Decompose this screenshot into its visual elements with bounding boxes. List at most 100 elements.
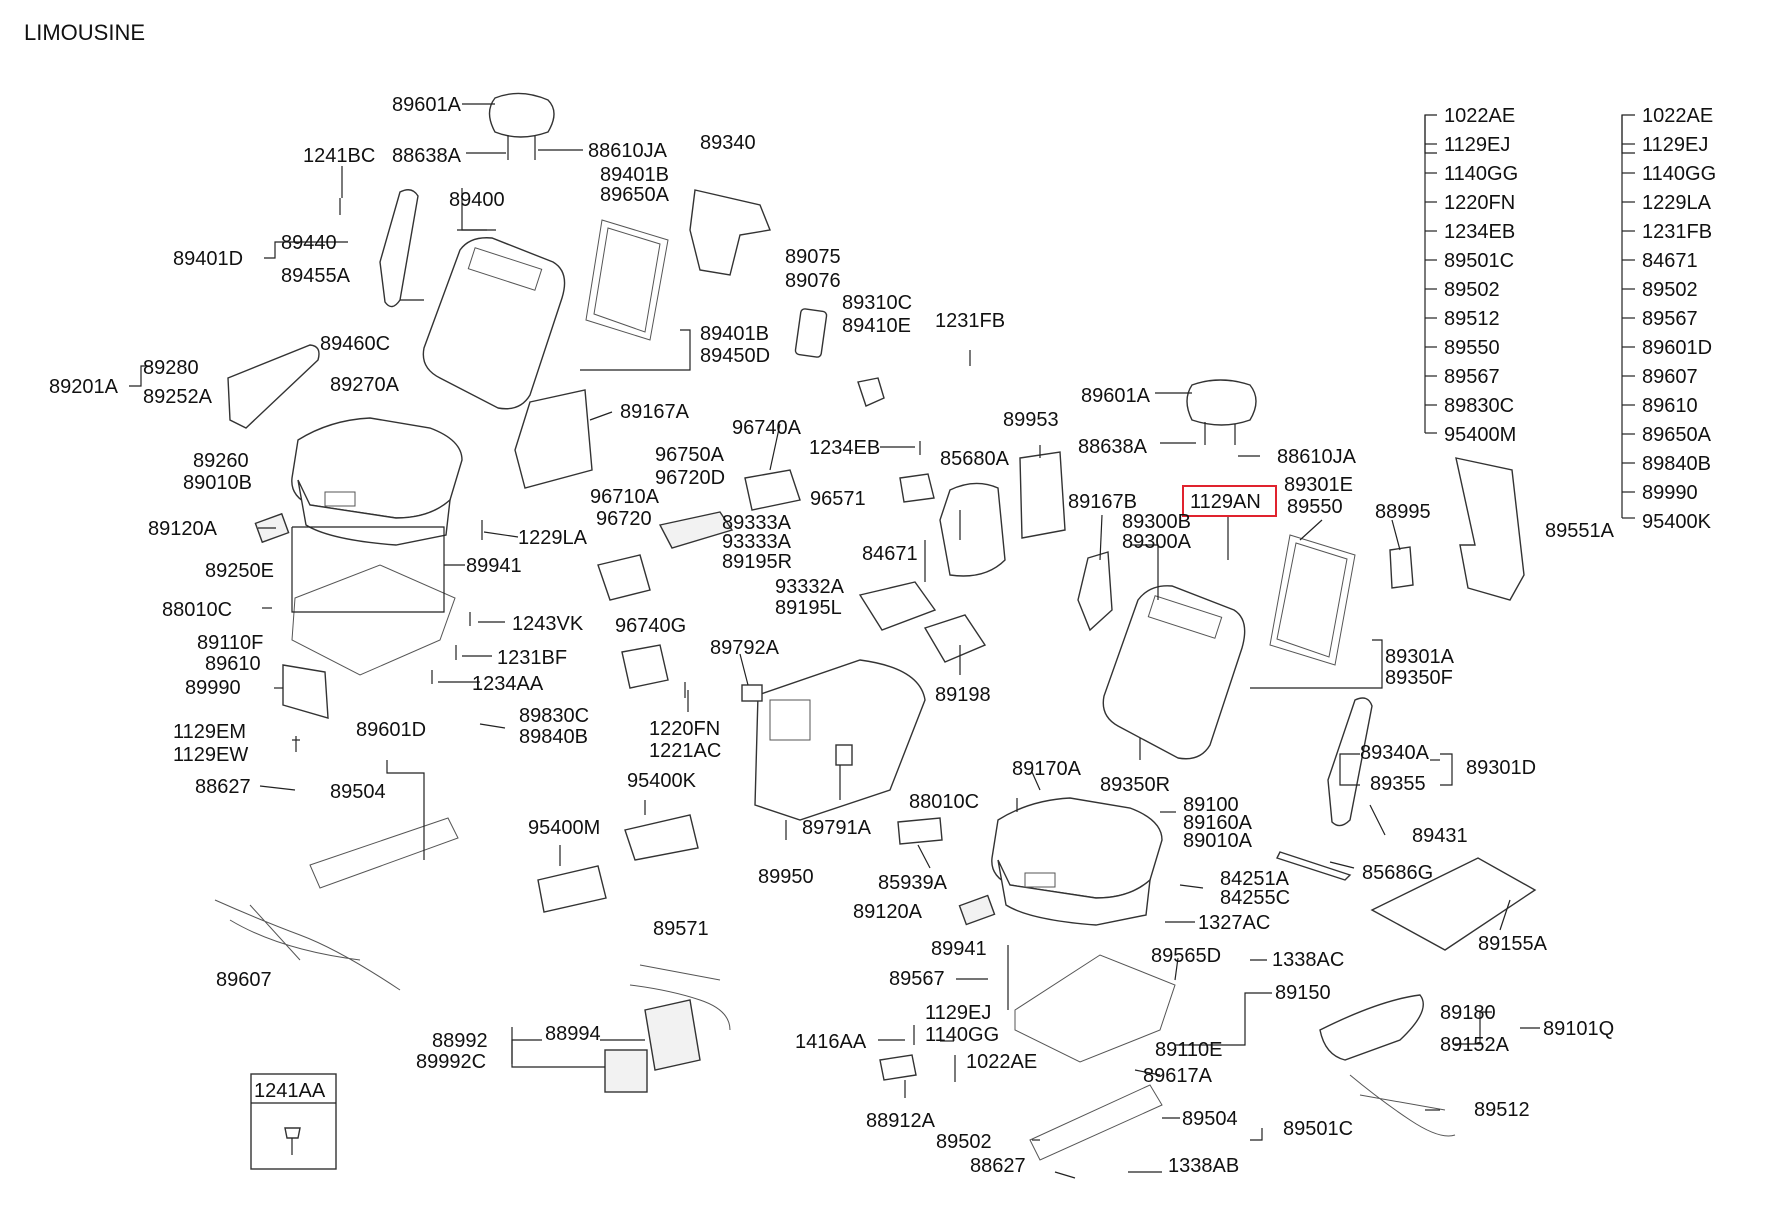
part-label[interactable]: 89571	[653, 918, 709, 940]
list-item[interactable]: 1129EJ	[1642, 134, 1708, 156]
list-item[interactable]: 1140GG	[1444, 163, 1518, 185]
list-item[interactable]: 89567	[1642, 308, 1698, 330]
part-label[interactable]: 93332A	[775, 576, 845, 598]
part-label[interactable]: 89992C	[416, 1051, 486, 1073]
part-label[interactable]: 88610JA	[1277, 446, 1357, 468]
part-label[interactable]: 89650A	[600, 184, 670, 206]
part-label[interactable]: 89280	[143, 357, 199, 379]
part-label[interactable]: 1231BF	[497, 647, 567, 669]
part-label[interactable]: 89401B	[600, 164, 669, 186]
part-label[interactable]: 1221AC	[649, 740, 721, 762]
part-label[interactable]: 1241AA	[254, 1080, 326, 1102]
part-label[interactable]: 1327AC	[1198, 912, 1270, 934]
part-label[interactable]: 89075	[785, 246, 841, 268]
part-label[interactable]: 89565D	[1151, 945, 1221, 967]
part-label[interactable]: 89010B	[183, 472, 252, 494]
part-label[interactable]: 89941	[931, 938, 987, 960]
part-label[interactable]: 85680A	[940, 448, 1010, 470]
part-label[interactable]: 89350F	[1385, 667, 1453, 689]
part-label[interactable]: 85939A	[878, 872, 948, 894]
part-label[interactable]: 88994	[545, 1023, 601, 1045]
part-label[interactable]: 89455A	[281, 265, 351, 287]
part-label[interactable]: 89301E	[1284, 474, 1353, 496]
part-label[interactable]: 88627	[195, 776, 251, 798]
list-item[interactable]: 1022AE	[1642, 105, 1713, 127]
list-item[interactable]: 89512	[1444, 308, 1500, 330]
part-label[interactable]: 89460C	[320, 333, 390, 355]
part-label[interactable]: 89840B	[519, 726, 588, 748]
part-label[interactable]: 89610	[205, 653, 261, 675]
part-label[interactable]: 89120A	[853, 901, 923, 923]
part-label[interactable]: 96740A	[732, 417, 802, 439]
part-label[interactable]: 89195R	[722, 551, 792, 573]
part-label[interactable]: 89601A	[392, 94, 462, 116]
part-label[interactable]: 89333A	[722, 512, 792, 534]
part-label[interactable]: 89340A	[1360, 742, 1430, 764]
part-label[interactable]: 89110F	[197, 632, 263, 654]
list-item[interactable]: 1234EB	[1444, 221, 1515, 243]
part-label[interactable]: 88992	[432, 1030, 488, 1052]
part-label[interactable]: 89504	[330, 781, 386, 803]
part-label[interactable]: 89990	[185, 677, 241, 699]
part-label[interactable]: 89830C	[519, 705, 589, 727]
part-label[interactable]: 89792A	[710, 637, 780, 659]
part-label[interactable]: 1338AB	[1168, 1155, 1239, 1177]
part-label[interactable]: 88610JA	[588, 140, 668, 162]
part-label[interactable]: 89450D	[700, 345, 770, 367]
part-label[interactable]: 96750A	[655, 444, 725, 466]
part-label[interactable]: 89120A	[148, 518, 218, 540]
part-label[interactable]: 89198	[935, 684, 991, 706]
part-label[interactable]: 89401B	[700, 323, 769, 345]
part-label[interactable]: 1129EJ	[925, 1002, 991, 1024]
list-item[interactable]: 89550	[1444, 337, 1500, 359]
part-label[interactable]: 96571	[810, 488, 866, 510]
part-label[interactable]: 89551A	[1545, 520, 1615, 542]
list-item[interactable]: 89607	[1642, 366, 1698, 388]
part-label[interactable]: 89410E	[842, 315, 911, 337]
list-item[interactable]: 89840B	[1642, 453, 1711, 475]
part-label[interactable]: 89501C	[1283, 1118, 1353, 1140]
list-item[interactable]: 95400K	[1642, 511, 1712, 533]
part-label[interactable]: 89953	[1003, 409, 1059, 431]
part-label[interactable]: 89250E	[205, 560, 274, 582]
part-label[interactable]: 89150	[1275, 982, 1331, 1004]
part-label[interactable]: 89504	[1182, 1108, 1238, 1130]
part-label[interactable]: 89791A	[802, 817, 872, 839]
list-item[interactable]: 84671	[1642, 250, 1698, 272]
part-label[interactable]: 1234EB	[809, 437, 880, 459]
part-label[interactable]: 89941	[466, 555, 522, 577]
part-label[interactable]: 84251A	[1220, 868, 1290, 890]
list-item[interactable]: 1229LA	[1642, 192, 1712, 214]
part-label[interactable]: 89310C	[842, 292, 912, 314]
list-item[interactable]: 1231FB	[1642, 221, 1712, 243]
part-label[interactable]: 1022AE	[966, 1051, 1037, 1073]
part-label[interactable]: 89601D	[356, 719, 426, 741]
part-label[interactable]: 88627	[970, 1155, 1026, 1177]
part-label[interactable]: 89550	[1287, 496, 1343, 518]
part-label[interactable]: 89170A	[1012, 758, 1082, 780]
part-label[interactable]: 89300B	[1122, 511, 1191, 533]
part-label[interactable]: 88995	[1375, 501, 1431, 523]
part-label[interactable]: 93333A	[722, 531, 792, 553]
part-label[interactable]: 89155A	[1478, 933, 1548, 955]
part-label[interactable]: 88638A	[1078, 436, 1148, 458]
list-item[interactable]: 89502	[1444, 279, 1500, 301]
part-label[interactable]: 1129EM	[173, 721, 246, 743]
part-label[interactable]: 89010A	[1183, 830, 1253, 852]
part-label[interactable]: 89431	[1412, 825, 1468, 847]
list-item[interactable]: 89567	[1444, 366, 1500, 388]
part-label[interactable]: 89252A	[143, 386, 213, 408]
part-label[interactable]: 85686G	[1362, 862, 1433, 884]
list-item[interactable]: 1140GG	[1642, 163, 1716, 185]
list-item[interactable]: 1220FN	[1444, 192, 1515, 214]
list-item[interactable]: 89501C	[1444, 250, 1514, 272]
part-label[interactable]: 89076	[785, 270, 841, 292]
part-label[interactable]: 1129EW	[173, 744, 248, 766]
part-label[interactable]: 96740G	[615, 615, 686, 637]
part-label[interactable]: 89100	[1183, 794, 1239, 816]
part-label[interactable]: 89260	[193, 450, 249, 472]
part-label[interactable]: 89301D	[1466, 757, 1536, 779]
part-label[interactable]: 89167A	[620, 401, 690, 423]
part-label[interactable]: 96720D	[655, 467, 725, 489]
part-label[interactable]: 89195L	[775, 597, 842, 619]
